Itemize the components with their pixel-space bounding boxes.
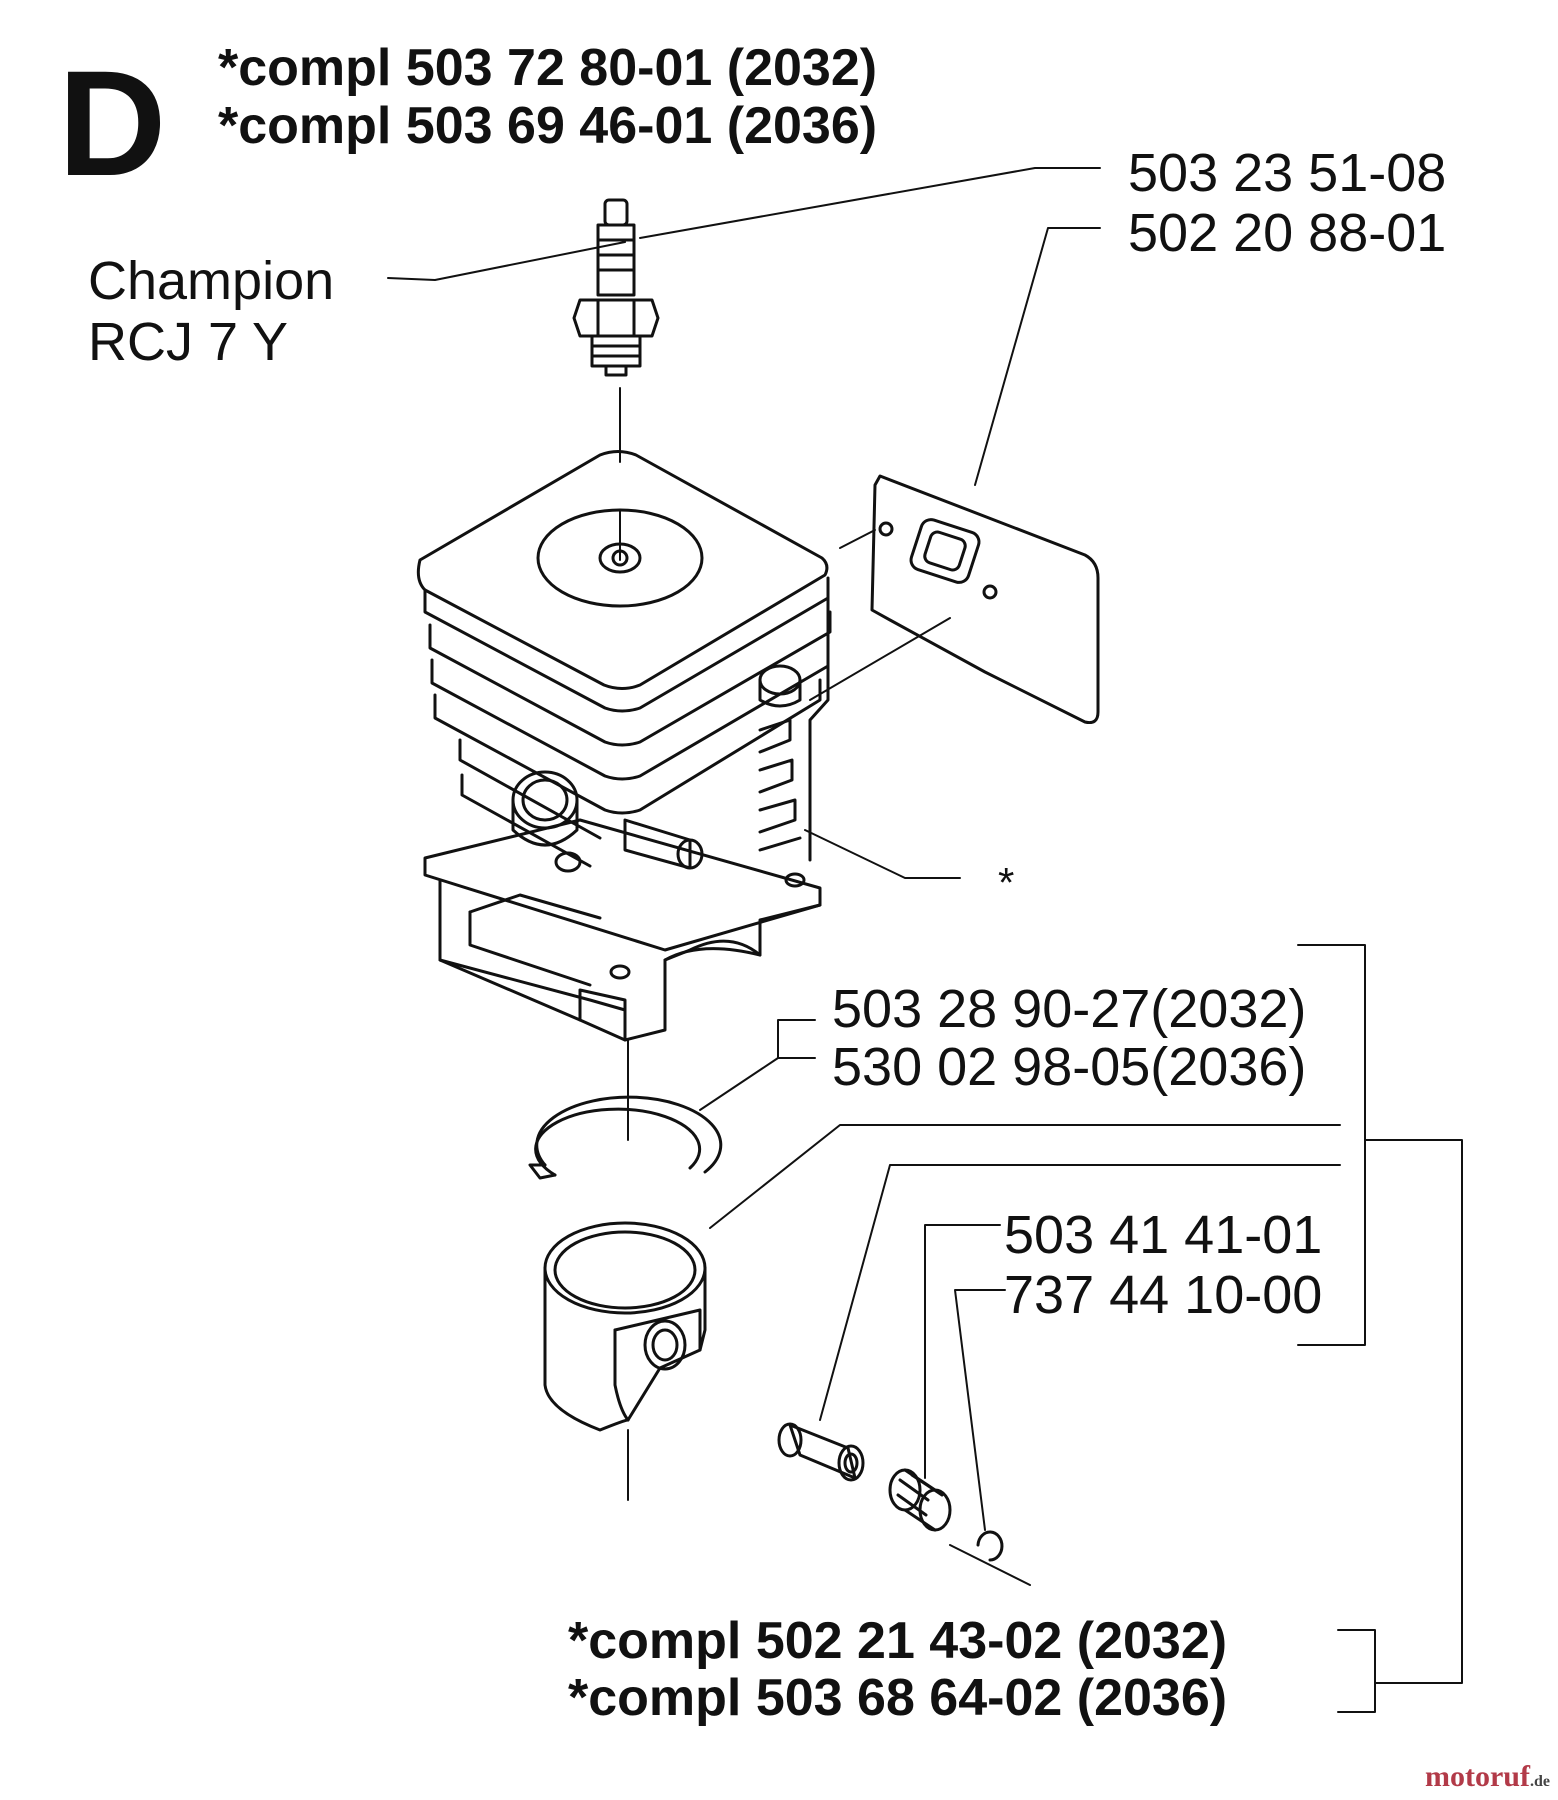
circlip [976,1530,1004,1562]
needle-bearing [888,1468,952,1532]
bearing-part-1: 503 41 41-01 [1004,1205,1323,1265]
piston-ring [528,1095,723,1180]
watermark-suffix: .de [1530,1773,1550,1790]
spark-plug-brand: Champion [88,251,335,311]
spark-plug [572,198,660,377]
ring-part-2032: 503 28 90-27(2032) [832,979,1307,1039]
piston [543,1221,707,1432]
watermark-main: motoruf [1425,1760,1530,1793]
ring-part-2036: 530 02 98-05(2036) [832,1037,1307,1097]
watermark-logo: motoruf.de [1425,1760,1550,1794]
spark-plug-model: RCJ 7 Y [88,312,289,372]
bearing-part-2: 737 44 10-00 [1004,1265,1323,1325]
leader-lines [387,167,1463,1713]
cylinder-kit-2036: *compl 503 69 46-01 (2036) [218,97,878,155]
cylinder-kit-2032: *compl 503 72 80-01 (2032) [218,39,878,97]
section-letter: D [58,39,167,207]
gasket [870,474,1100,724]
piston-kit-2036: *compl 503 68 64-02 (2036) [568,1669,1228,1727]
piston-kit-2032: *compl 502 21 43-02 (2032) [568,1612,1228,1670]
cylinder-asterisk: * [998,859,1015,906]
gasket-part-1: 503 23 51-08 [1128,143,1447,203]
piston-pin [777,1422,865,1482]
cylinder [416,450,832,1042]
gasket-part-2: 502 20 88-01 [1128,203,1447,263]
